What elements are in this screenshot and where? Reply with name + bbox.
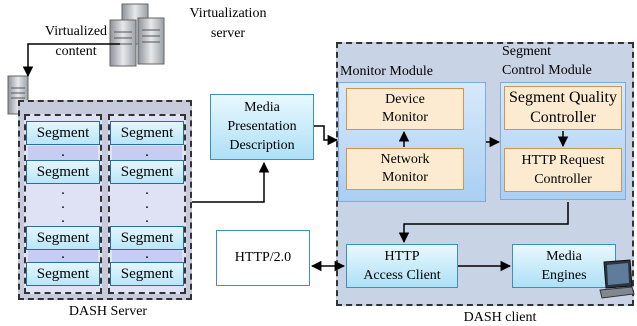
ellipsis-dot: . <box>145 196 149 212</box>
http-access-client-line1: HTTP <box>384 248 420 264</box>
segment-block: Segment <box>110 160 184 184</box>
server-cluster-icon <box>109 3 165 67</box>
virtualized-content-label: Virtualized content <box>38 24 114 60</box>
segment-block: Segment <box>26 226 100 250</box>
ellipsis-dot: . <box>61 196 65 212</box>
virtualized-content-line1: Virtualized <box>44 24 108 39</box>
mpd-line1: Media <box>244 100 280 115</box>
mpd-box: Media Presentation Description <box>210 94 314 160</box>
segment-control-module-label: Segment Control Module <box>502 44 592 79</box>
device-monitor-line1: Device <box>385 92 425 107</box>
mpd-line2: Presentation <box>227 119 297 134</box>
http-access-client-line2: Access Client <box>363 267 441 283</box>
segment-block: Segment <box>110 262 184 286</box>
segment-block: Segment <box>26 262 100 286</box>
virtualization-server-line1: Virtualization <box>189 6 267 21</box>
media-engines-box: Media Engines <box>512 244 616 288</box>
ellipsis-dot: . <box>145 210 149 226</box>
ellipsis-dot: . <box>61 182 65 198</box>
ellipsis-dot: . <box>145 182 149 198</box>
laptop-icon <box>599 259 635 299</box>
monitor-module-label: Monitor Module <box>340 64 433 79</box>
device-monitor-box: Device Monitor <box>346 88 464 130</box>
ellipsis-dot: . <box>145 144 149 160</box>
device-monitor-line2: Monitor <box>382 110 428 125</box>
http-access-client-box: HTTP Access Client <box>346 244 458 288</box>
quality-controller-line1: Segment Quality <box>509 89 617 106</box>
dash-client-label: DASH client <box>463 310 537 325</box>
http-request-controller-line2: Controller <box>534 171 592 187</box>
http-request-controller-box: HTTP Request Controller <box>504 148 622 192</box>
ellipsis-dot: . <box>61 210 65 226</box>
segment-block: Segment <box>110 226 184 250</box>
network-monitor-line1: Network <box>380 152 430 167</box>
http-request-controller-line1: HTTP Request <box>521 152 605 168</box>
segment-block: Segment <box>26 160 100 184</box>
http2-label: HTTP/2.0 <box>234 250 292 265</box>
segment-control-module-line1: Segment <box>502 44 551 59</box>
network-monitor-box: Network Monitor <box>346 148 464 190</box>
ellipsis-dot: . <box>145 246 149 262</box>
media-engines-line2: Engines <box>541 267 587 283</box>
virtualization-server-line2: server <box>210 26 246 41</box>
network-monitor-line2: Monitor <box>382 170 428 185</box>
ellipsis-dot: . <box>61 246 65 262</box>
segment-quality-controller-box: Segment Quality Controller <box>504 86 622 130</box>
media-engines-line1: Media <box>546 248 582 264</box>
http2-box: HTTP/2.0 <box>216 230 310 286</box>
dash-server-label: DASH Server <box>68 304 148 319</box>
mpd-line3: Description <box>229 138 295 153</box>
segment-block: Segment <box>26 121 100 145</box>
virtualization-server-label: Virtualization server <box>180 6 276 42</box>
ellipsis-dot: . <box>61 144 65 160</box>
segment-block: Segment <box>110 121 184 145</box>
segment-control-module-line2: Control Module <box>502 63 592 78</box>
quality-controller-line2: Controller <box>530 109 596 126</box>
virtualized-content-line2: content <box>55 44 97 59</box>
